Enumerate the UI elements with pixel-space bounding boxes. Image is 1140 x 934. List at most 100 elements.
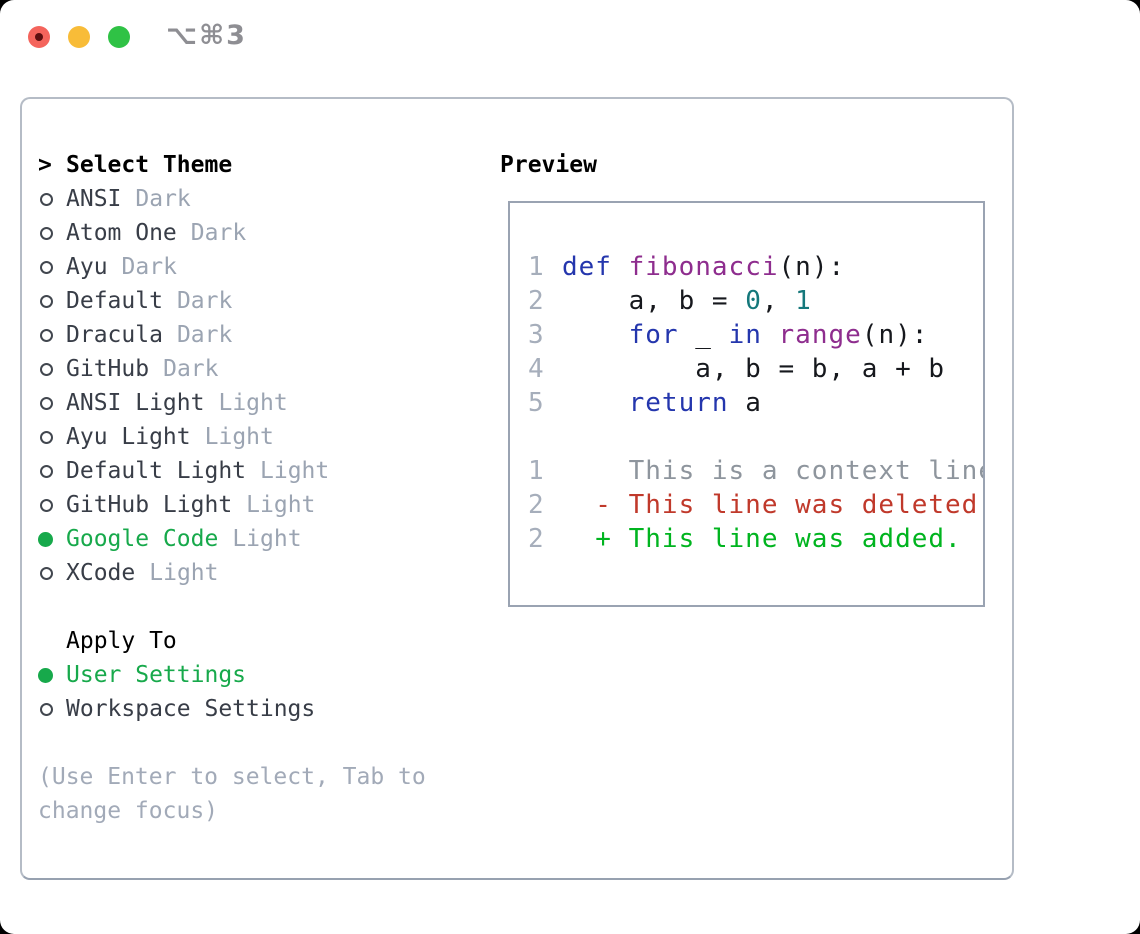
line-number: 2	[528, 524, 545, 554]
radio-icon	[40, 328, 53, 342]
code-token	[562, 388, 629, 418]
code-token: a	[728, 388, 762, 418]
line-number: 3	[528, 320, 545, 350]
theme-variant-label: Dark	[135, 186, 191, 212]
radio-icon	[40, 192, 53, 206]
titlebar: ⌥⌘3	[0, 0, 1140, 74]
code-token	[612, 252, 629, 282]
radio-icon	[40, 362, 53, 376]
code-token: for	[628, 320, 679, 350]
code-token	[762, 320, 779, 350]
code-token: return	[628, 388, 729, 418]
code-token: (n):	[778, 252, 846, 282]
apply-option-label: Workspace Settings	[66, 696, 316, 722]
preview-title: Preview	[500, 152, 597, 178]
minimize-button[interactable]	[68, 26, 90, 48]
theme-variant-label: Light	[260, 458, 330, 484]
theme-option-ayu-light[interactable]: Ayu Light Light	[38, 420, 442, 454]
theme-option-ansi[interactable]: ANSI Dark	[38, 182, 442, 216]
theme-name: Ayu Light	[66, 424, 191, 450]
theme-option-xcode[interactable]: XCode Light	[38, 556, 442, 590]
code-line: 2 + This line was added.	[528, 522, 983, 556]
code-token: This is a context line.	[562, 456, 985, 486]
theme-variant-label: Dark	[176, 288, 233, 314]
code-token: + This line was added.	[562, 524, 962, 554]
traffic-lights	[28, 26, 130, 48]
selected-radio-icon	[38, 531, 53, 547]
keyboard-hint-text: (Use Enter to select, Tab to change focu…	[38, 764, 426, 824]
code-token: fibonacci	[628, 252, 779, 282]
theme-option-github-light[interactable]: GitHub Light Light	[38, 488, 442, 522]
theme-name: Ayu	[66, 254, 108, 280]
spacer	[38, 590, 442, 624]
maximize-button[interactable]	[108, 26, 130, 48]
theme-variant-label: Light	[204, 424, 274, 450]
select-theme-title: Select Theme	[66, 152, 233, 178]
code-token: ,	[761, 286, 796, 316]
line-number: 2	[528, 490, 545, 520]
code-token	[562, 320, 629, 350]
code-token: range	[778, 320, 862, 350]
apply-option-label: User Settings	[66, 662, 247, 688]
code-line: 1 This is a context line.	[528, 454, 983, 488]
code-line: 4 a, b = b, a + b	[528, 352, 983, 386]
focus-caret-icon: >	[38, 152, 52, 178]
theme-option-ayu[interactable]: Ayu Dark	[38, 250, 442, 284]
theme-option-default[interactable]: Default Dark	[38, 284, 442, 318]
code-line: 2 a, b = 0, 1	[528, 284, 983, 318]
apply-to-header: Apply To	[38, 624, 442, 658]
selected-radio-icon	[38, 667, 53, 683]
code-token: (n):	[861, 320, 929, 350]
theme-name: ANSI	[66, 186, 122, 212]
line-number: 1	[528, 456, 545, 486]
theme-variant-label: Dark	[121, 254, 177, 280]
theme-name: Default Light	[66, 458, 247, 484]
select-theme-header: > Select Theme	[38, 148, 442, 182]
code-line: 2 - This line was deleted.	[528, 488, 983, 522]
apply-option-workspace-settings[interactable]: Workspace Settings	[38, 692, 442, 726]
line-number: 5	[528, 388, 545, 418]
spacer	[38, 726, 442, 760]
theme-name: ANSI Light	[66, 390, 205, 416]
theme-variant-label: Dark	[176, 322, 233, 348]
theme-name: Default	[66, 288, 163, 314]
code-token: def	[562, 252, 612, 282]
apply-option-user-settings[interactable]: User Settings	[38, 658, 442, 692]
radio-icon	[40, 396, 53, 410]
radio-icon	[40, 498, 53, 512]
theme-name: Atom One	[66, 220, 177, 246]
code-line: 5 return a	[528, 386, 983, 420]
theme-option-default-light[interactable]: Default Light Light	[38, 454, 442, 488]
theme-variant-label: Light	[218, 390, 288, 416]
code-token: in	[728, 320, 762, 350]
theme-name: XCode	[66, 560, 136, 586]
code-token: 1	[795, 286, 812, 316]
code-token: _	[678, 320, 729, 350]
code-line: 3 for _ in range(n):	[528, 318, 983, 352]
theme-name: GitHub Light	[66, 492, 233, 518]
code-token: a, b = b, a + b	[562, 354, 946, 384]
theme-variant-label: Light	[149, 560, 219, 586]
theme-variant-label: Light	[232, 526, 302, 552]
theme-option-google-code[interactable]: Google Code Light	[38, 522, 442, 556]
line-number: 2	[528, 286, 545, 316]
theme-name: Google Code	[66, 526, 219, 552]
radio-icon	[40, 260, 53, 274]
radio-icon	[40, 294, 53, 308]
code-token: a, b =	[562, 286, 746, 316]
radio-icon	[40, 430, 53, 444]
theme-option-ansi-light[interactable]: ANSI Light Light	[38, 386, 442, 420]
radio-icon	[40, 464, 53, 478]
radio-icon	[40, 566, 53, 580]
apply-to-title: Apply To	[66, 628, 177, 654]
close-button[interactable]	[28, 26, 50, 48]
theme-variant-label: Light	[246, 492, 316, 518]
radio-icon	[40, 226, 53, 240]
